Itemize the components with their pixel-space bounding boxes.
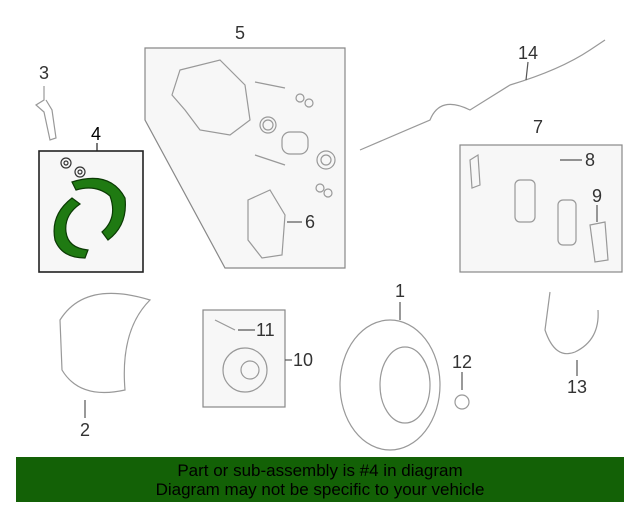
callout-7[interactable]: 7 [533, 117, 544, 137]
pad-group-box [459, 144, 623, 273]
caliper-group-box [144, 47, 346, 269]
callout-10[interactable]: 10 [293, 350, 314, 370]
part-12-nut [454, 394, 470, 410]
banner-line-2: Diagram may not be specific to your vehi… [155, 480, 485, 499]
callout-8[interactable]: 8 [585, 150, 596, 170]
part-4-brake-shoes [53, 177, 126, 259]
hub-group-box [202, 309, 286, 408]
part-1-rotor [339, 319, 441, 451]
banner-line-1: Part or sub-assembly is #4 in diagram [177, 461, 463, 480]
callout-5[interactable]: 5 [235, 23, 246, 43]
callout-1[interactable]: 1 [395, 281, 406, 301]
part-13-brake-hose [544, 291, 599, 355]
callout-2[interactable]: 2 [80, 420, 91, 440]
callout-9[interactable]: 9 [592, 186, 603, 206]
callout-6[interactable]: 6 [305, 212, 316, 232]
callout-13[interactable]: 13 [567, 377, 588, 397]
part-10-hub [222, 347, 268, 393]
callout-3[interactable]: 3 [39, 63, 50, 83]
part-5-caliper [171, 59, 251, 136]
part-3-bracket [34, 86, 57, 141]
parking-brake-shoe-box [38, 150, 144, 273]
part-6-bracket [247, 189, 286, 259]
info-banner: Part or sub-assembly is #4 in diagram Di… [16, 457, 624, 502]
callout-4[interactable]: 4 [91, 124, 102, 144]
part-2-dust-shield [59, 292, 152, 394]
callout-14[interactable]: 14 [518, 43, 539, 63]
part-14-sensor-wire [359, 39, 606, 151]
callout-11[interactable]: 11 [256, 320, 275, 340]
callout-12[interactable]: 12 [452, 352, 473, 372]
